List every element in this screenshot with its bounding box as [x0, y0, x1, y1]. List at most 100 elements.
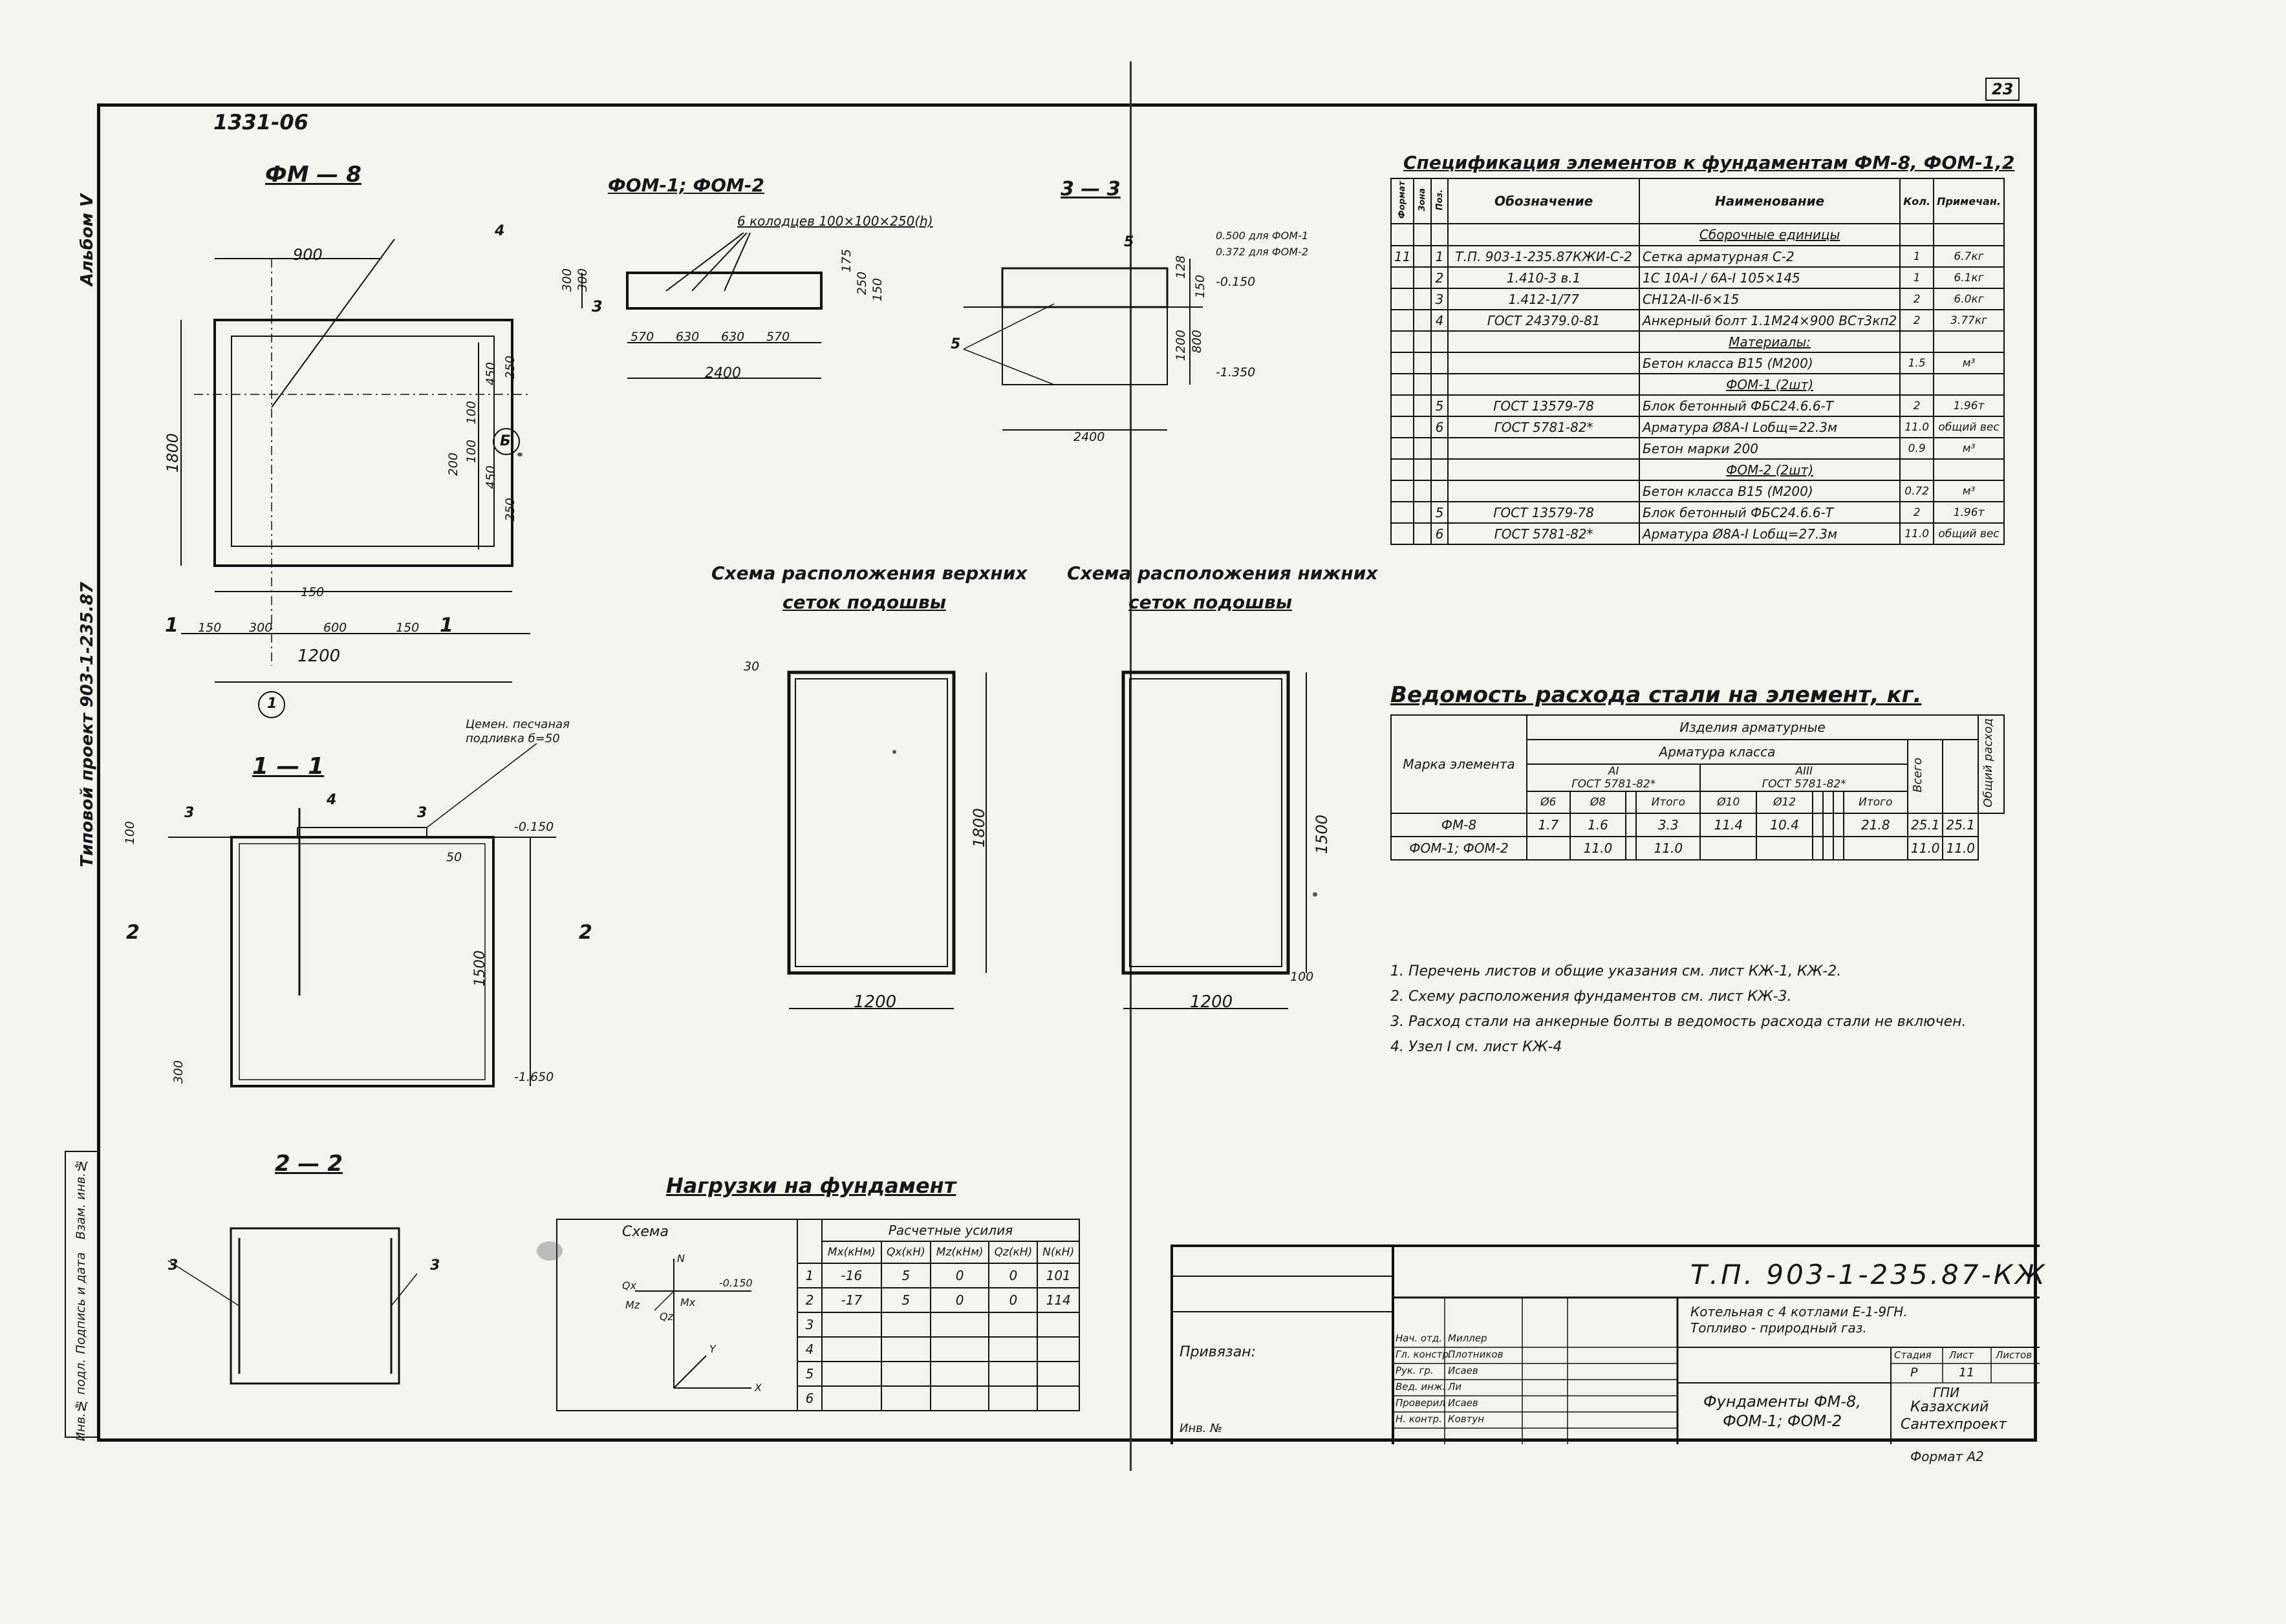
sec33-leader: 5 [1124, 234, 1134, 250]
table-cell [1430, 330, 1449, 353]
table-cell [1447, 352, 1641, 374]
table-cell: Бетон марки 200 [1639, 437, 1901, 460]
table-cell: 101 [1037, 1263, 1080, 1288]
table-cell [1822, 836, 1834, 860]
role-label: Рук. гр. [1396, 1365, 1434, 1376]
fm8-dim-1: 1800 [164, 433, 182, 473]
sec33-drawing [963, 259, 1203, 431]
steel-table: Марка элемента Изделия арматурные Общий … [1390, 714, 2005, 860]
steel-size-cell: Ø6 [1526, 791, 1571, 814]
spec-table: Формат Зона Поз. Обозначение Наименовани… [1390, 178, 2005, 545]
table-cell [1390, 394, 1415, 417]
loads-row-6: 6 [557, 1385, 1080, 1411]
table-cell: 4 [797, 1336, 823, 1362]
spec-h-zone: Зона [1418, 188, 1428, 211]
org-line-2: Казахский [1910, 1399, 1989, 1415]
table-cell: ФОМ-1 (2шт) [1639, 373, 1901, 396]
table-cell [1430, 458, 1449, 481]
fom-dim-8: 570 [766, 330, 790, 344]
table-cell [1413, 501, 1432, 524]
loads-table: Схема N Qx Mz Mx Qz Y X -0.150 Расчетные… [556, 1219, 1080, 1411]
table-cell: 1.412-1/77 [1447, 288, 1641, 310]
fom-note: 6 колодцев 100×100×250(h) [737, 213, 933, 229]
table-cell [1447, 330, 1641, 353]
album-label: Альбом V [78, 194, 97, 286]
table-cell: 2 [1899, 394, 1935, 417]
role-name: Плотников [1448, 1349, 1504, 1360]
fm8-dim-9: 150 [301, 585, 325, 599]
table-cell: Сетка арматурная С-2 [1639, 245, 1901, 268]
steel-size-cell: Ø12 [1756, 791, 1813, 814]
table-cell: 0 [988, 1263, 1039, 1288]
steel-h-mark: Марка элемента [1390, 714, 1527, 814]
loads-axis-y: Y [709, 1343, 716, 1355]
loads-axis-x: X [755, 1382, 762, 1394]
sheet-frame [97, 103, 2037, 1442]
steel-size-cell [1625, 791, 1637, 814]
sec11-dim-2: 300 [171, 1060, 186, 1084]
title-block-grid [1173, 1247, 2040, 1444]
table-cell: ГОСТ 5781-82* [1447, 416, 1641, 438]
sec11-level-0: -0.150 [514, 820, 554, 834]
schema-upper-line1: Схема расположения верхних [711, 562, 1028, 584]
table-cell: Бетон класса В15 (М200) [1639, 352, 1901, 374]
schema-lower-line2: сеток подошвы [1128, 592, 1293, 613]
fold-line [1130, 61, 1132, 1471]
fom-dim-1: 300 [576, 268, 590, 292]
role-name: Ковтун [1448, 1413, 1485, 1425]
loads-row-3: 3 [557, 1312, 1080, 1338]
drawing-code: Т.П. 903-1-235.87-КЖ [1690, 1259, 2047, 1290]
table-cell [1933, 458, 2005, 481]
table-cell [1390, 330, 1415, 353]
sec33-dim-3: 128 [1174, 255, 1188, 279]
table-cell [1413, 309, 1432, 332]
table-cell: 1.96т [1933, 394, 2005, 417]
spec-h-pos: Поз. [1434, 189, 1445, 211]
table-cell: 11.4 [1699, 813, 1758, 837]
sec33-grout: 5 [951, 336, 961, 352]
table-cell [1811, 813, 1824, 837]
sec22-title: 2 — 2 [275, 1151, 343, 1177]
schema-upper-dim-2: 1200 [854, 992, 897, 1012]
table-cell [1899, 373, 1935, 396]
loads-schema-cell: Схема N Qx Mz Mx Qz Y X -0.150 [556, 1219, 798, 1411]
fom-dim-6: 630 [676, 330, 700, 344]
table-cell [1413, 245, 1432, 268]
loads-axis-qz: Qz [660, 1310, 673, 1323]
table-cell [1933, 373, 2005, 396]
table-cell: 6 [797, 1385, 823, 1411]
table-cell [1447, 437, 1641, 460]
role-name: Исаев [1448, 1365, 1478, 1376]
loads-axis-mx: Mx [680, 1296, 696, 1309]
role-name: Миллер [1448, 1332, 1487, 1344]
fom-dim-4: 150 [870, 278, 885, 302]
table-cell [1447, 373, 1641, 396]
steel-size-cell [1822, 791, 1834, 814]
inv-label: Инв. № [1180, 1422, 1222, 1435]
table-cell: 1.96т [1933, 501, 2005, 524]
table-cell: 2 [1899, 309, 1935, 332]
role-label: Вед. инж. [1396, 1381, 1446, 1393]
table-cell [1390, 373, 1415, 396]
fom-dim-7: 630 [721, 330, 745, 344]
fm8-plan-drawing [180, 239, 530, 718]
fom-dim-9: 2400 [705, 365, 741, 381]
spec-h-qty: Кол. [1899, 178, 1935, 224]
spec-row: Материалы: [1390, 330, 2005, 353]
sec11-mark-1: 4 [327, 792, 337, 808]
steel-size-cell: Ø8 [1569, 791, 1627, 814]
loads-col-qx: Qx(кН) [880, 1241, 931, 1264]
table-cell: 11.0 [1635, 836, 1701, 860]
fom-drawing [581, 232, 823, 379]
sec11-side-left: 2 [126, 921, 140, 944]
table-cell [1413, 394, 1432, 417]
sheets-header: Листов [1996, 1349, 2033, 1361]
note-2: 2. Схему расположения фундаментов см. ли… [1390, 988, 1792, 1005]
table-cell [1390, 352, 1415, 374]
table-cell: 11.0 [1906, 836, 1944, 860]
